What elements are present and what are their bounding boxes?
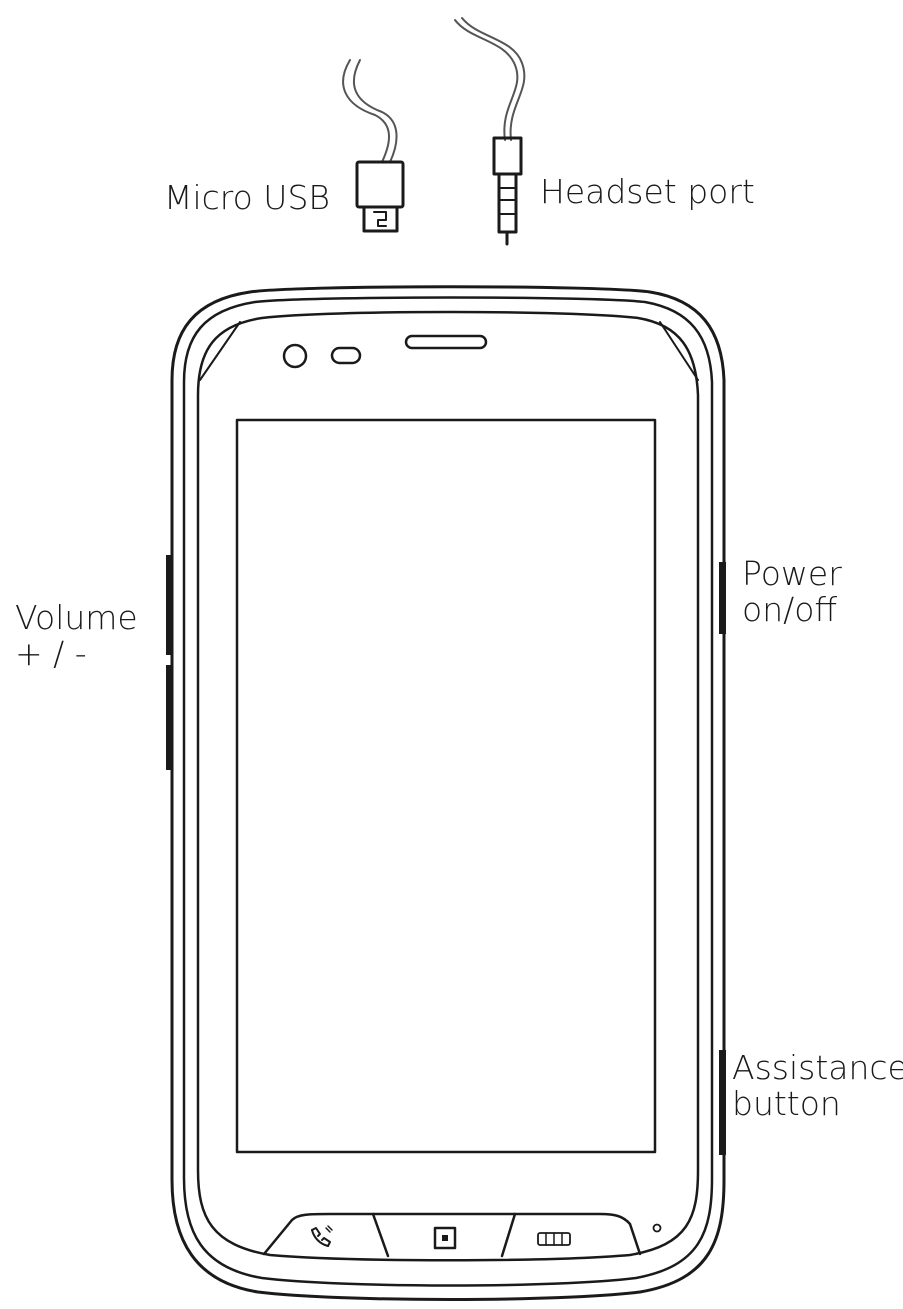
headset-plug: [497, 172, 518, 234]
micro-usb-label: Micro USB: [164, 180, 330, 216]
micro-usb-label-text: Micro USB: [164, 178, 331, 217]
assistance-label: Assistance button: [732, 1050, 903, 1122]
micro-usb-body: [355, 160, 405, 209]
key-divider: [500, 1212, 517, 1258]
sensor-icon: [330, 346, 362, 365]
power-button[interactable]: [719, 562, 726, 634]
power-label-line2: on/off: [742, 590, 838, 629]
phone-screen: [235, 418, 657, 1154]
volume-label-line1: Volume: [15, 598, 138, 637]
bottom-key-bar: [262, 1212, 642, 1258]
bezel-bevel: [199, 321, 241, 381]
key-divider: [371, 1212, 390, 1258]
camera-lens-icon: [282, 343, 308, 369]
power-label: Power on/off: [742, 556, 842, 628]
micro-usb-cable: [352, 59, 398, 163]
headset-connector: [454, 17, 526, 246]
assistance-label-line1: Assistance: [732, 1048, 903, 1087]
micro-usb-cable: [342, 59, 390, 163]
bezel-bevel: [659, 321, 699, 381]
phone-bezel: [196, 310, 700, 1262]
micro-usb-plug: [362, 205, 399, 233]
headset-port-label: Headset port: [540, 174, 755, 210]
headset-cable: [454, 19, 519, 141]
headset-port-label-text: Headset port: [540, 172, 755, 211]
call-icon[interactable]: [311, 1225, 333, 1247]
volume-up-button[interactable]: [166, 555, 173, 655]
home-square-icon[interactable]: [433, 1226, 457, 1250]
power-label-line1: Power: [742, 554, 842, 593]
phone-inner-frame: [182, 296, 714, 1287]
headset-cable: [461, 17, 526, 141]
assistance-label-line2: button: [732, 1084, 841, 1123]
volume-label-line2: + / -: [15, 634, 87, 673]
phone-body: [170, 285, 726, 1301]
keyboard-icon[interactable]: [537, 1232, 571, 1246]
microphone-hole-icon: [652, 1223, 662, 1233]
volume-label: Volume + / -: [15, 600, 138, 672]
bottom-key-outline: [262, 1212, 642, 1256]
volume-down-button[interactable]: [166, 665, 173, 770]
micro-usb-connector: [342, 59, 405, 233]
phone-outer-frame: [170, 285, 726, 1301]
speaker-grille-icon: [404, 334, 488, 350]
micro-usb-pin-icon: [373, 211, 387, 227]
assistance-button[interactable]: [719, 1050, 726, 1155]
headset-body: [492, 136, 523, 176]
